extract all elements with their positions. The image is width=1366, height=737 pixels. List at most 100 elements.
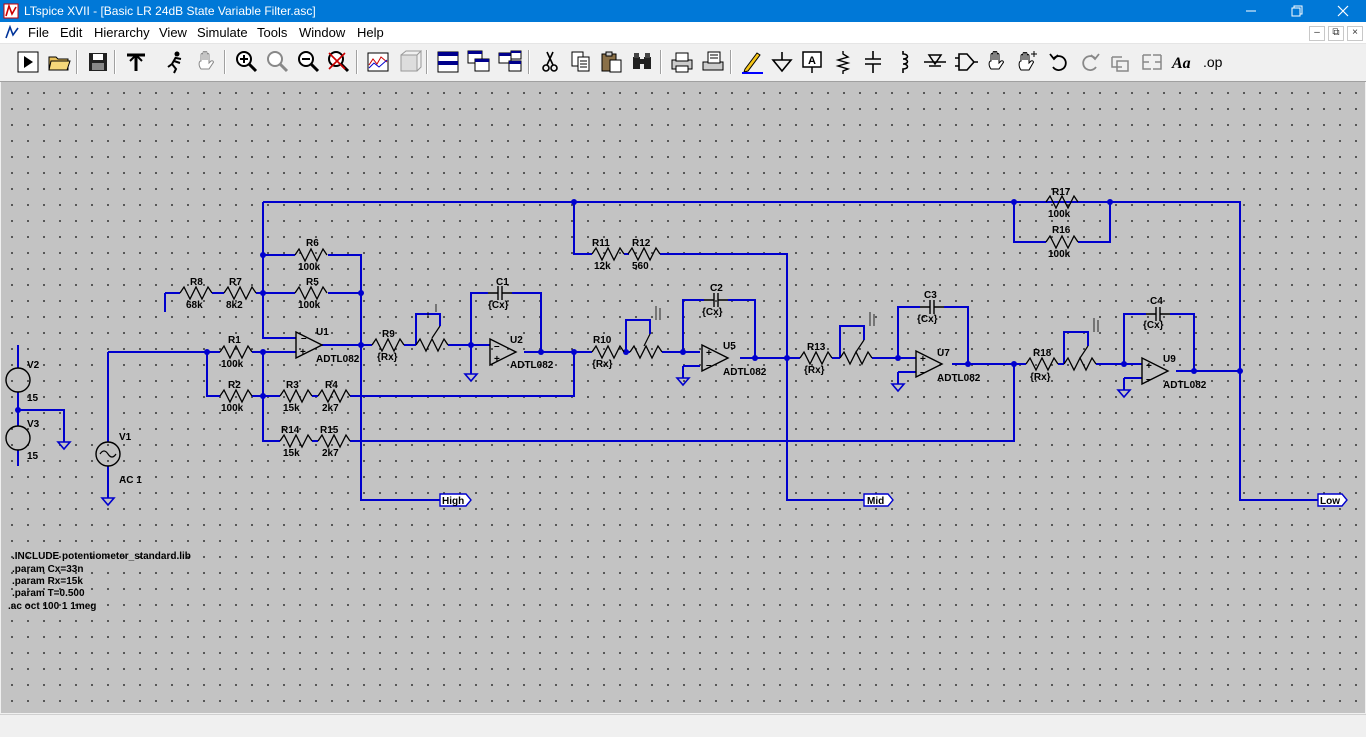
capacitor-icon[interactable] [860, 49, 886, 75]
control-panel-icon[interactable] [123, 49, 149, 75]
title-bar[interactable]: LTspice XVII - [Basic LR 24dB State Vari… [0, 0, 1366, 22]
rotate-icon[interactable] [1108, 49, 1134, 75]
svg-text:U1: U1 [316, 327, 329, 338]
run-icon[interactable] [15, 49, 41, 75]
waveform-icon[interactable] [365, 49, 391, 75]
net-label-low[interactable]: Low [1317, 493, 1348, 507]
halt-hand-icon[interactable] [194, 49, 220, 75]
ltspice-app-icon[interactable] [3, 3, 19, 19]
capacitor-C2[interactable]: C2{Cx} [702, 283, 728, 318]
zoom-out-icon[interactable] [295, 49, 321, 75]
label-net-icon[interactable]: A [799, 49, 825, 75]
run-man-icon[interactable] [162, 49, 188, 75]
ground-icon[interactable] [769, 49, 795, 75]
window-horizontal-icon[interactable] [435, 49, 461, 75]
print-icon[interactable] [669, 49, 695, 75]
zoom-in-icon[interactable] [233, 49, 259, 75]
resistor-R18[interactable]: R18{Rx} [1025, 348, 1059, 383]
menu-view[interactable]: View [159, 25, 187, 40]
potentiometer-2[interactable] [629, 306, 663, 359]
svg-text:{Cx}: {Cx} [1143, 320, 1164, 331]
capacitor-C4[interactable]: C4{Cx} [1143, 296, 1170, 331]
minimize-icon[interactable] [1228, 0, 1274, 22]
text-icon[interactable]: Aa [1171, 49, 1197, 75]
resistor-R9[interactable]: R9{Rx} [371, 329, 405, 363]
resistor-R13[interactable]: R13{Rx} [799, 342, 833, 376]
svg-text:100k: 100k [221, 359, 244, 370]
window-title: LTspice XVII - [Basic LR 24dB State Vari… [24, 4, 316, 18]
paste-icon[interactable] [598, 49, 624, 75]
net-label-mid[interactable]: Mid [863, 493, 894, 507]
spice-directive-icon[interactable]: .op [1202, 49, 1228, 75]
mirror-icon[interactable] [1139, 49, 1165, 75]
capacitor-C3[interactable]: C3{Cx} [917, 290, 944, 325]
draw-wire-pencil-icon[interactable] [739, 49, 765, 75]
undo-icon[interactable] [1046, 49, 1072, 75]
open-folder-icon[interactable] [46, 49, 72, 75]
menu-hierarchy[interactable]: Hierarchy [94, 25, 150, 40]
zoom-fit-icon[interactable] [325, 49, 351, 75]
menu-help[interactable]: Help [357, 25, 384, 40]
window-tile-icon[interactable] [497, 49, 523, 75]
cut-icon[interactable] [537, 49, 563, 75]
resistor-R10[interactable]: R10{Rx} [591, 335, 625, 370]
menu-window[interactable]: Window [299, 25, 346, 40]
zoom-pan-icon[interactable] [264, 49, 290, 75]
mdi-minimize-button[interactable]: – [1309, 26, 1325, 41]
resistor-icon[interactable] [830, 49, 856, 75]
svg-text:R10: R10 [593, 335, 612, 346]
mdi-close-button[interactable]: × [1347, 26, 1363, 41]
tile-waveform-icon[interactable] [396, 49, 422, 75]
save-icon[interactable] [85, 49, 111, 75]
window-cascade-icon[interactable] [466, 49, 492, 75]
find-binoculars-icon[interactable] [629, 49, 655, 75]
move-hand-icon[interactable] [984, 49, 1010, 75]
drag-hand-icon[interactable] [1015, 49, 1041, 75]
svg-text:C3: C3 [924, 290, 937, 301]
spice-directives[interactable]: .INCLUDE potentiometer_standard.lib .par… [8, 551, 191, 612]
menu-simulate[interactable]: Simulate [197, 25, 248, 40]
net-label-high[interactable]: High [439, 493, 472, 507]
capacitor-C1[interactable]: C1{Cx} [488, 277, 512, 311]
diode-icon[interactable] [922, 49, 948, 75]
print-setup-icon[interactable] [700, 49, 726, 75]
document-icon[interactable] [4, 25, 20, 40]
menu-tools[interactable]: Tools [257, 25, 288, 40]
potentiometer-3[interactable] [839, 312, 875, 365]
redo-icon[interactable] [1077, 49, 1103, 75]
potentiometer-1[interactable] [415, 304, 449, 352]
mdi-restore-button[interactable]: ⧉ [1328, 26, 1344, 41]
component-icon[interactable] [953, 49, 979, 75]
menu-file[interactable]: File [28, 25, 49, 40]
inductor-icon[interactable] [891, 49, 917, 75]
menu-edit[interactable]: Edit [60, 25, 83, 40]
copy-icon[interactable] [568, 49, 594, 75]
potentiometer-4[interactable] [1063, 318, 1099, 371]
close-icon[interactable] [1320, 0, 1366, 22]
restore-icon[interactable] [1274, 0, 1320, 22]
